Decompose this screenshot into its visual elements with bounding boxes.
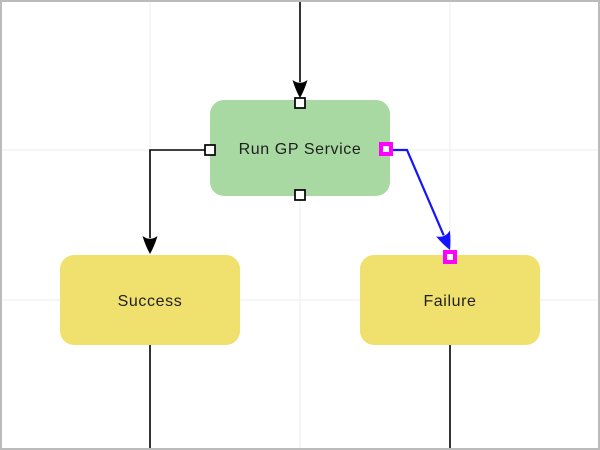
arrowhead-down-icon [142,236,158,254]
edge-line [149,149,205,238]
port-run-gp-service-bottom[interactable] [294,189,306,201]
edge-run-gp-service-to-success[interactable] [142,149,206,254]
node-run-gp-service-shape[interactable] [210,100,390,196]
node-success[interactable]: Success [60,255,240,345]
node-run-gp-service-label: Run GP Service [239,141,362,158]
port-run-gp-service-right-selected[interactable] [379,142,393,156]
node-failure-shape[interactable] [360,255,540,345]
node-run-gp-service[interactable]: Run GP Service [210,100,390,196]
port-run-gp-service-left[interactable] [204,144,216,156]
port-failure-top-selected[interactable] [443,250,457,264]
edge-run-gp-service-to-failure[interactable] [393,148,457,253]
ports [204,97,457,264]
arrowhead-down-icon [292,80,308,98]
node-success-label: Success [118,293,183,310]
port-run-gp-service-top[interactable] [294,97,306,109]
node-success-shape[interactable] [60,255,240,345]
node-failure[interactable]: Failure [360,255,540,345]
node-failure-label: Failure [423,293,476,310]
edge-top-into-run-gp-service[interactable] [292,0,308,98]
edge-line-selected [393,148,445,236]
arrowhead-down-icon [436,230,451,250]
